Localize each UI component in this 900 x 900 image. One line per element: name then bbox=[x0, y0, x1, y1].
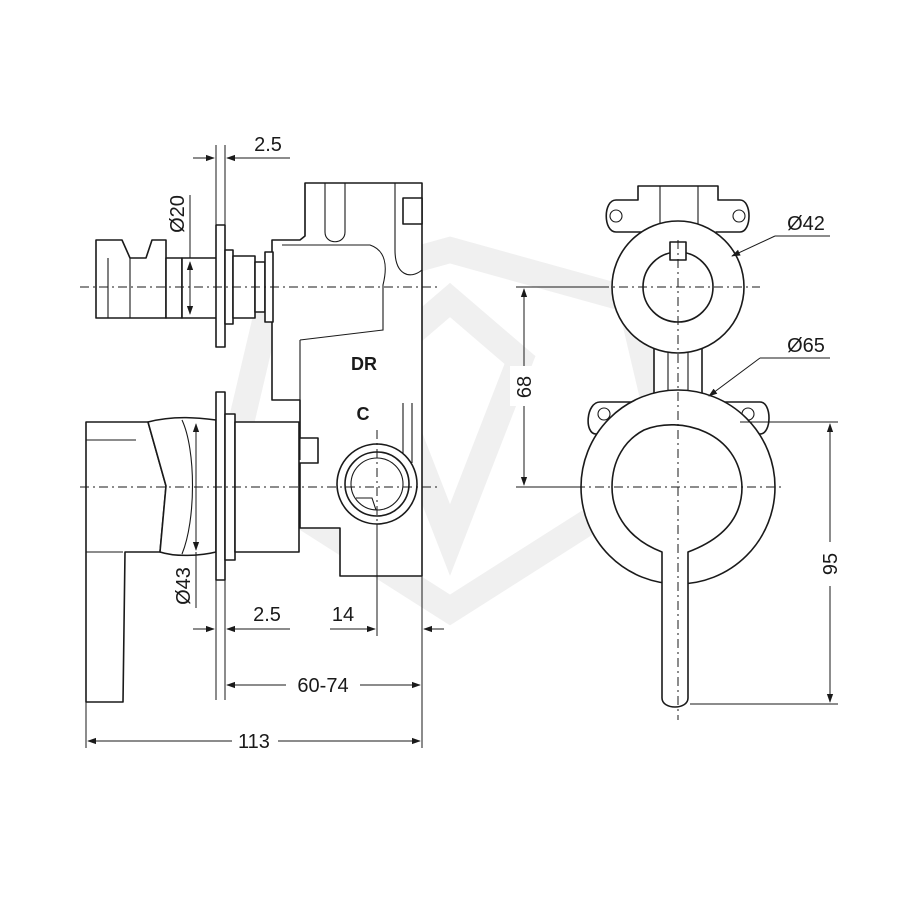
diverter-label: DR bbox=[351, 354, 377, 374]
diverter-knob bbox=[95, 239, 167, 319]
dim-overall-length: 113 bbox=[238, 731, 270, 753]
mixer-lever-front bbox=[611, 424, 743, 708]
side-view: DR C 2.5 bbox=[80, 134, 444, 754]
dim-handle-diameter: Ø43 bbox=[173, 567, 195, 605]
dim-cartridge-plate-diameter: Ø42 bbox=[787, 213, 825, 235]
bottom-flange bbox=[215, 391, 226, 581]
body-upper-channel bbox=[304, 183, 346, 243]
cold-label: C bbox=[357, 404, 370, 424]
mixer-lever bbox=[85, 421, 167, 703]
dim-flange-gap-top: 2.5 bbox=[254, 134, 282, 156]
dim-handle-height: 95 bbox=[820, 553, 842, 575]
front-view: Ø42 Ø65 68 95 bbox=[510, 185, 844, 720]
top-flange bbox=[215, 224, 226, 348]
dim-stem-diameter: Ø20 bbox=[167, 195, 189, 233]
dim-flange-gap-bottom: 2.5 bbox=[253, 604, 281, 626]
dim-wall-depth: 60-74 bbox=[297, 675, 348, 697]
dim-center-spacing: 68 bbox=[514, 376, 536, 398]
dim-outlet-offset: 14 bbox=[332, 604, 354, 626]
dim-handle-plate-diameter: Ø65 bbox=[787, 335, 825, 357]
